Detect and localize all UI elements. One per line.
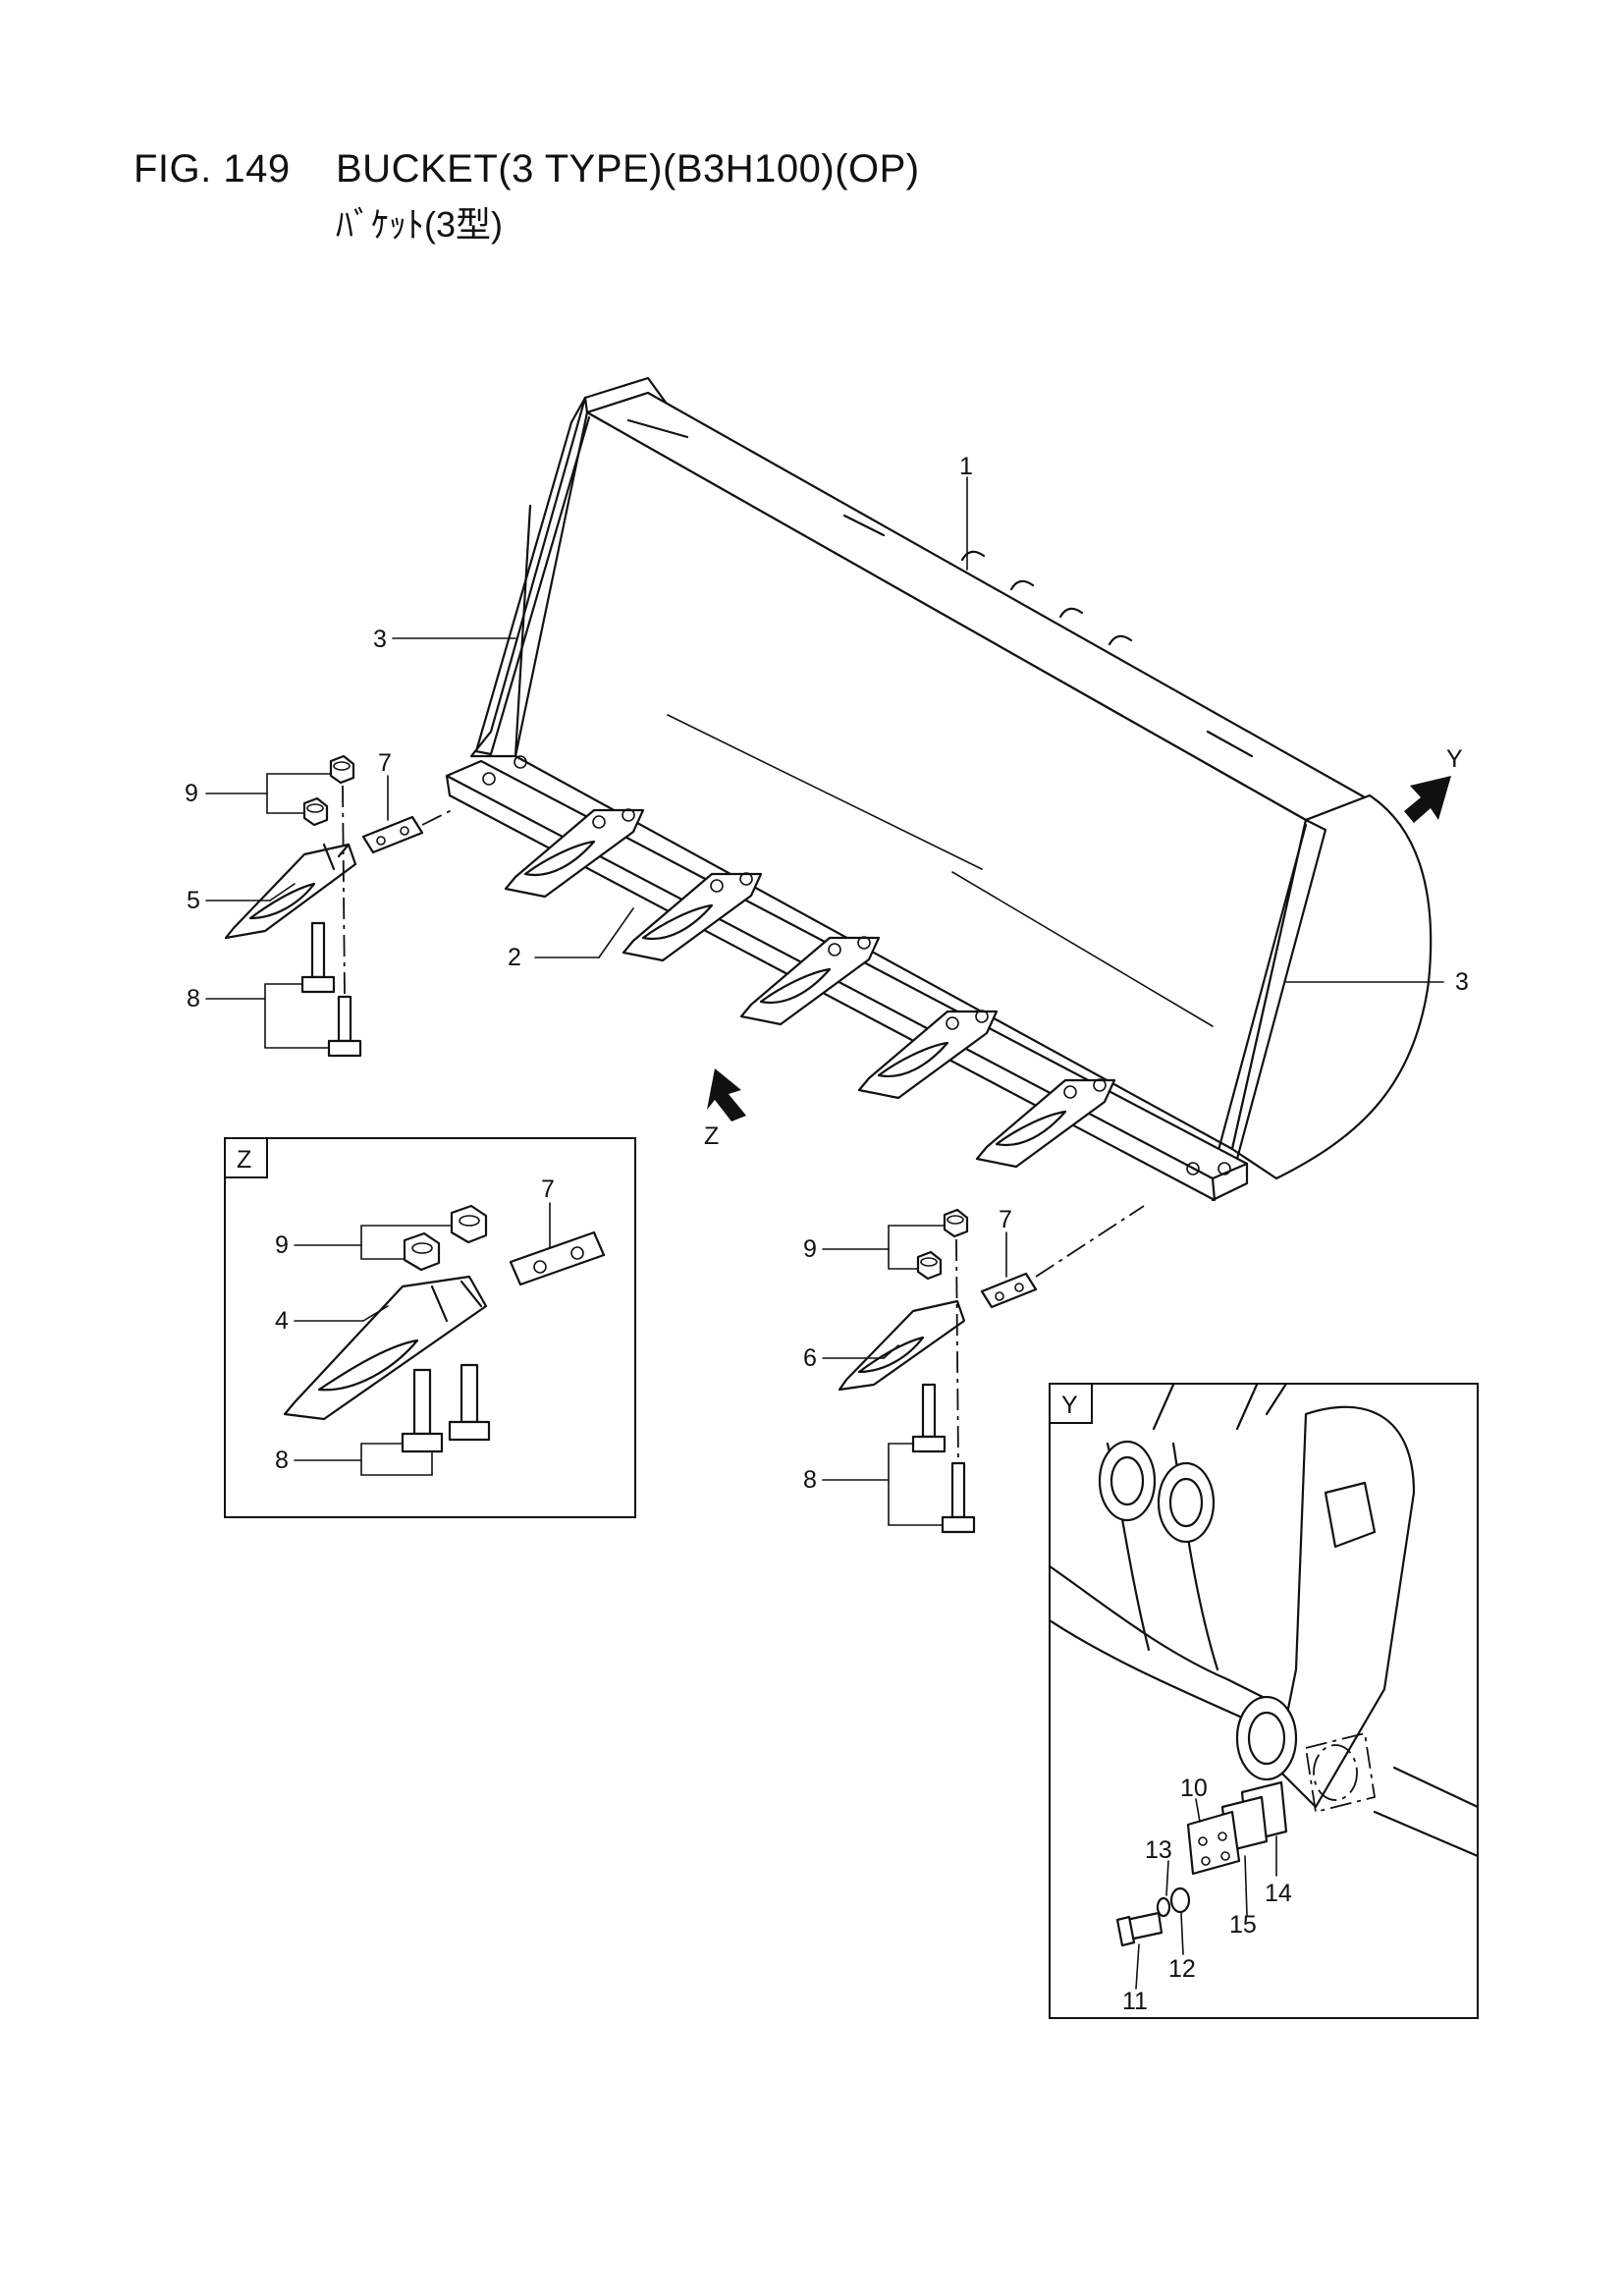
view-z-box <box>224 1137 636 1518</box>
callout-9-left: 9 <box>185 780 198 807</box>
view-y-arrow <box>1404 776 1451 823</box>
bucket-tooth <box>857 1010 999 1100</box>
callout-8-left: 8 <box>187 985 200 1012</box>
callout-14: 14 <box>1265 1880 1292 1907</box>
callout-6: 6 <box>803 1344 817 1372</box>
bucket-tooth <box>975 1078 1116 1169</box>
bucket-tooth <box>622 872 763 962</box>
tooth-array <box>504 808 1116 1169</box>
callout-3-right: 3 <box>1455 968 1469 996</box>
leader-lines-right <box>822 1225 1007 1526</box>
callout-8-z: 8 <box>275 1447 289 1474</box>
callout-9-z: 9 <box>275 1231 289 1259</box>
tooth-detail-right <box>838 1205 1145 1534</box>
bucket-assembly <box>445 376 1451 1202</box>
view-y-arrow-label: Y <box>1446 745 1463 773</box>
bucket-tooth <box>504 808 645 899</box>
callout-5: 5 <box>187 887 200 914</box>
callout-4: 4 <box>275 1307 289 1335</box>
callout-11: 11 <box>1122 1988 1148 2015</box>
callout-1: 1 <box>959 453 973 480</box>
view-y-box-label: Y <box>1061 1392 1078 1419</box>
callout-15: 15 <box>1229 1911 1257 1939</box>
leader-lines <box>392 476 1444 983</box>
callout-7-right: 7 <box>999 1206 1012 1233</box>
callout-7-left: 7 <box>378 749 392 777</box>
view-z-arrow-label: Z <box>704 1122 719 1150</box>
figure-number: FIG. 149 <box>134 147 291 191</box>
view-z-arrow <box>707 1068 746 1121</box>
callout-labels: 1 3 3 2 9 7 5 8 Z Y Z 7 9 4 8 9 7 6 8 Y … <box>185 453 1469 2015</box>
callout-10: 10 <box>1180 1775 1208 1802</box>
view-y-box <box>1048 1382 1480 2019</box>
figure-title-line: FIG. 149 BUCKET(3 TYPE)(B3H100)(OP) <box>134 147 920 191</box>
view-z-box-label: Z <box>237 1146 251 1174</box>
callout-3-left: 3 <box>373 626 387 653</box>
callout-7-z: 7 <box>541 1175 555 1203</box>
callout-13: 13 <box>1145 1836 1172 1864</box>
bucket-tooth <box>739 936 881 1026</box>
figure-subtitle: ﾊﾞｹｯﾄ(3型) <box>336 204 503 245</box>
callout-2: 2 <box>508 944 521 971</box>
tooth-detail-left <box>224 754 453 1058</box>
leader-lines-left <box>205 773 389 1049</box>
callout-12: 12 <box>1168 1955 1196 1983</box>
callout-8-right: 8 <box>803 1466 817 1494</box>
callout-9-right: 9 <box>803 1235 817 1263</box>
figure-title: BUCKET(3 TYPE)(B3H100)(OP) <box>336 147 920 191</box>
